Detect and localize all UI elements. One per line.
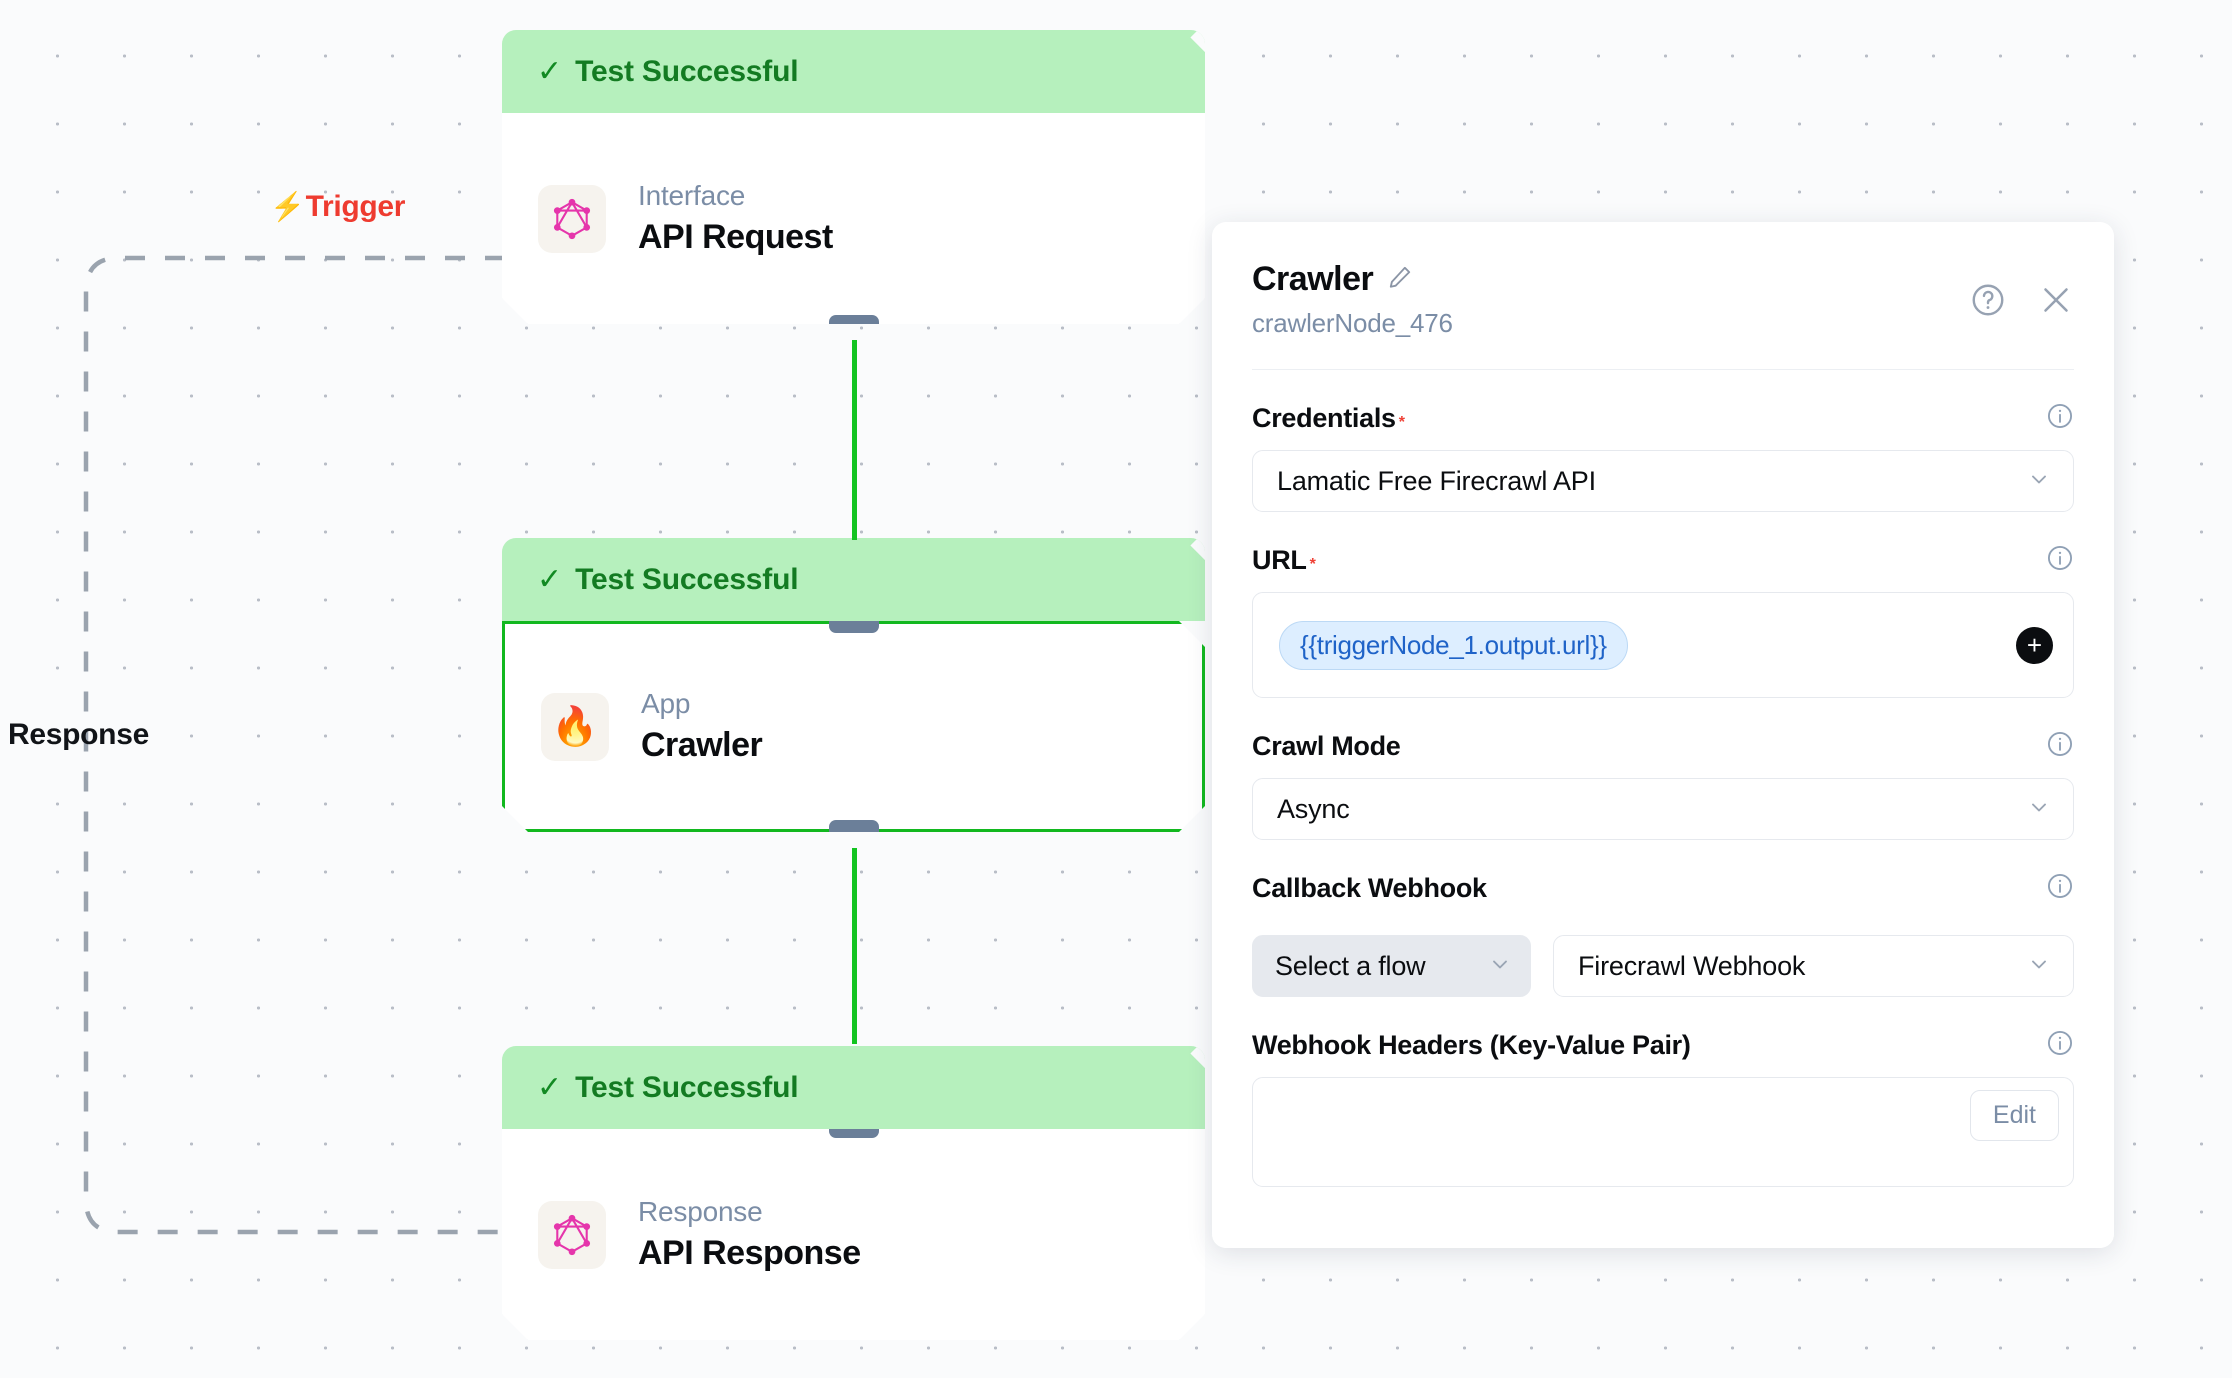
- workflow-node-api-request[interactable]: ✓ Test Successful Interface: [502, 30, 1205, 324]
- webhook-headers-input[interactable]: Edit: [1252, 1077, 2074, 1187]
- close-icon[interactable]: [2038, 282, 2074, 318]
- chevron-down-icon: [1488, 952, 1512, 980]
- info-icon[interactable]: [2046, 1029, 2074, 1062]
- flow-select[interactable]: Select a flow: [1252, 935, 1531, 997]
- node-kind-label: Response: [638, 1196, 763, 1227]
- trigger-label-text: Trigger: [305, 190, 406, 223]
- fire-icon: 🔥: [541, 693, 609, 761]
- fire-emoji: 🔥: [551, 705, 599, 748]
- field-crawl-mode: Crawl Mode Async: [1252, 730, 2074, 840]
- node-config-panel[interactable]: Crawler crawlerNode_476: [1212, 222, 2114, 1248]
- node-status-banner: ✓ Test Successful: [502, 30, 1205, 113]
- webhook-select-value: Firecrawl Webhook: [1578, 950, 1806, 981]
- required-marker: *: [1398, 414, 1405, 431]
- node-title-label: Crawler: [641, 726, 763, 764]
- workflow-node-api-response[interactable]: ✓ Test Successful Res: [502, 1046, 1205, 1340]
- info-icon[interactable]: [2046, 544, 2074, 577]
- node-kind-label: Interface: [638, 180, 746, 211]
- webhook-headers-label: Webhook Headers (Key-Value Pair): [1252, 1030, 1691, 1060]
- connector-line-2: [852, 848, 857, 1044]
- node-kind-label: App: [641, 688, 691, 719]
- workflow-node-crawler[interactable]: ✓ Test Successful 🔥 App Crawler: [502, 538, 1205, 832]
- flow-select-value: Select a flow: [1275, 950, 1426, 981]
- crawl-mode-value: Async: [1277, 793, 1350, 824]
- add-variable-button[interactable]: +: [2016, 626, 2053, 664]
- info-icon[interactable]: [2046, 872, 2074, 905]
- credentials-value: Lamatic Free Firecrawl API: [1277, 465, 1596, 496]
- node-body[interactable]: 🔥 App Crawler: [502, 621, 1205, 832]
- panel-divider: [1252, 369, 2074, 370]
- crawl-mode-select[interactable]: Async: [1252, 778, 2074, 840]
- url-input[interactable]: {{triggerNode_1.output.url}} +: [1252, 592, 2074, 698]
- help-circle-icon[interactable]: [1970, 282, 2006, 318]
- panel-subtitle: crawlerNode_476: [1252, 308, 1453, 338]
- node-status-text: Test Successful: [575, 562, 799, 596]
- graphql-icon: [538, 185, 606, 253]
- node-status-banner: ✓ Test Successful: [502, 538, 1205, 621]
- required-marker: *: [1309, 556, 1316, 573]
- check-icon: ✓: [537, 54, 563, 88]
- edit-headers-button[interactable]: Edit: [1969, 1090, 2059, 1141]
- trigger-edge-label: ⚡ Trigger: [270, 190, 405, 224]
- node-output-handle[interactable]: [829, 820, 879, 839]
- check-icon: ✓: [537, 562, 563, 596]
- node-body[interactable]: Response API Response: [502, 1129, 1205, 1340]
- crawl-mode-label: Crawl Mode: [1252, 731, 1401, 761]
- chevron-down-icon: [2027, 952, 2051, 980]
- field-webhook-headers: Webhook Headers (Key-Value Pair) Edit: [1252, 1029, 2074, 1187]
- info-icon[interactable]: [2046, 402, 2074, 435]
- response-edge-label: Response: [8, 718, 149, 751]
- panel-title: Crawler: [1252, 260, 1374, 298]
- info-icon[interactable]: [2046, 730, 2074, 763]
- node-output-handle[interactable]: [829, 315, 879, 334]
- node-body[interactable]: Interface API Request: [502, 113, 1205, 324]
- credentials-select[interactable]: Lamatic Free Firecrawl API: [1252, 450, 2074, 512]
- field-credentials: Credentials* Lamatic Free Firecrawl API: [1252, 402, 2074, 512]
- pencil-icon[interactable]: [1387, 264, 1413, 295]
- node-title-label: API Response: [638, 1234, 861, 1272]
- node-status-text: Test Successful: [575, 1070, 799, 1104]
- webhook-select[interactable]: Firecrawl Webhook: [1553, 935, 2074, 997]
- node-status-banner: ✓ Test Successful: [502, 1046, 1205, 1129]
- node-title-label: API Request: [638, 218, 833, 256]
- callback-webhook-label: Callback Webhook: [1252, 873, 1487, 903]
- url-variable-token[interactable]: {{triggerNode_1.output.url}}: [1279, 620, 1628, 670]
- chevron-down-icon: [2027, 795, 2051, 823]
- check-icon: ✓: [537, 1070, 563, 1104]
- chevron-down-icon: [2027, 467, 2051, 495]
- graphql-icon: [538, 1201, 606, 1269]
- lightning-bolt-icon: ⚡: [270, 191, 305, 222]
- credentials-label: Credentials: [1252, 403, 1396, 433]
- url-label: URL: [1252, 545, 1307, 575]
- field-callback-webhook: Callback Webhook Select a flow: [1252, 872, 2074, 997]
- node-status-text: Test Successful: [575, 54, 799, 88]
- connector-line-1: [852, 340, 857, 540]
- field-url: URL* {{triggerNode_1.output.url}} +: [1252, 544, 2074, 698]
- panel-header: Crawler crawlerNode_476: [1252, 260, 2074, 339]
